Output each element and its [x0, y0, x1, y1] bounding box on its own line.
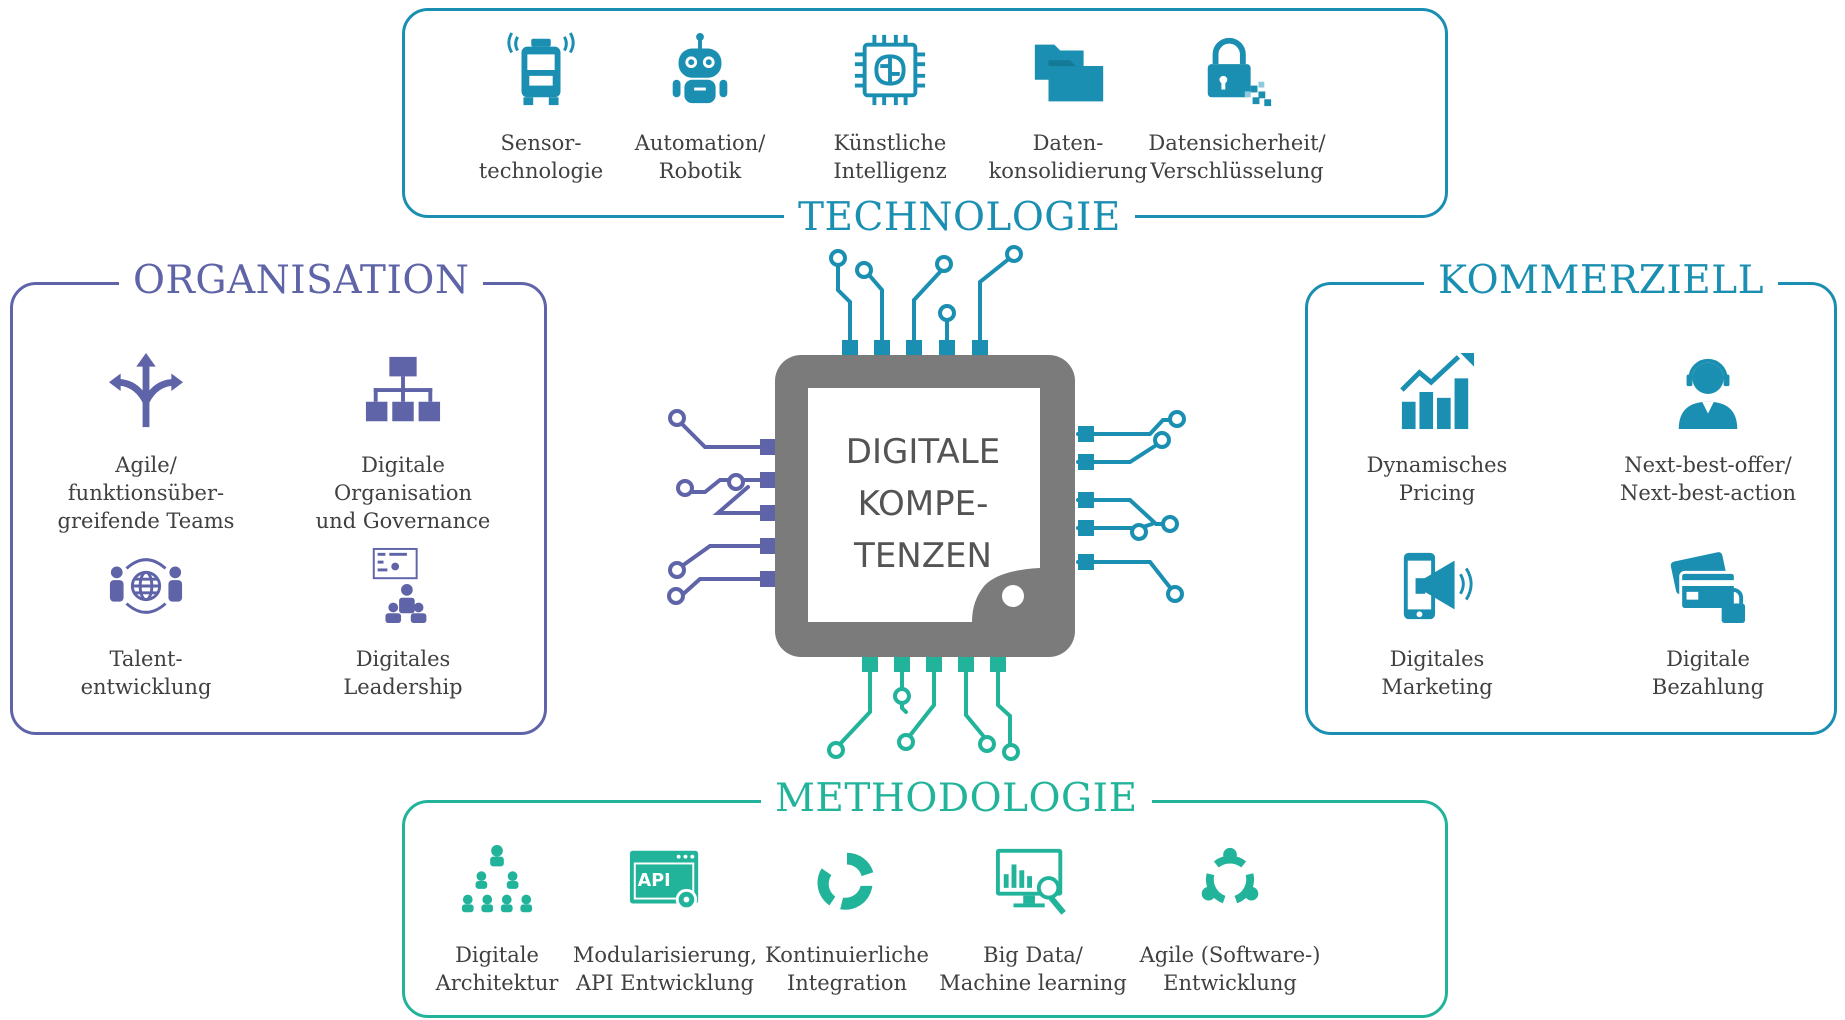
- tech-item-consolidation: Daten- konsolidierung: [968, 31, 1168, 185]
- bar-chart-arrow-icon: [1400, 353, 1475, 430]
- com-item-marketing-label: Digitales Marketing: [1381, 647, 1493, 699]
- meth-item-api-label: Modularisierung, API Entwicklung: [572, 943, 758, 995]
- cycle-icon: [817, 852, 874, 910]
- meth-item-architecture: Digitale Architektur: [397, 843, 597, 997]
- people-globe-icon: [109, 558, 183, 614]
- organisation-title: ORGANISATION: [119, 259, 484, 303]
- commercial-panel: KOMMERZIELL Dynamisches Pricing: [1305, 259, 1837, 735]
- sensor-vehicle-icon: [507, 32, 575, 106]
- tech-item-robotics-label: Automation/ Robotik: [634, 131, 766, 183]
- org-item-agile-teams-label: Agile/ funktionsüber- greifende Teams: [57, 453, 235, 533]
- chip-label-line-1: DIGITALE: [845, 432, 1001, 472]
- org-item-governance: Digitale Organisation und Governance: [303, 353, 503, 535]
- org-item-governance-label: Digitale Organisation und Governance: [315, 453, 491, 533]
- phone-megaphone-icon: [1403, 552, 1473, 620]
- headset-agent-icon: [1678, 358, 1738, 430]
- meth-item-integration-label: Kontinuierliche Integration: [765, 943, 929, 995]
- tech-item-security-label: Datensicherheit/ Verschlüsselung: [1148, 131, 1326, 183]
- ai-brain-chip-icon: [854, 34, 926, 106]
- technology-title: TECHNOLOGIE: [784, 196, 1135, 240]
- agile-cycle-icon: [1201, 847, 1259, 904]
- meth-item-architecture-label: Digitale Architektur: [435, 943, 559, 995]
- org-item-talent-label: Talent- entwicklung: [80, 647, 212, 699]
- chip-label-line-2: KOMPE-: [857, 484, 989, 524]
- com-item-next-best-label: Next-best-offer/ Next-best-action: [1620, 453, 1796, 505]
- tech-item-sensor-label: Sensor- technologie: [478, 131, 604, 183]
- bottom-traces: [838, 668, 1012, 750]
- chip-label: DIGITALE KOMPE- TENZEN: [808, 426, 1038, 582]
- com-item-payment-label: Digitale Bezahlung: [1651, 647, 1765, 699]
- technology-panel: TECHNOLOGIE Sensor- technologie: [402, 8, 1448, 240]
- meth-item-agile-dev-label: Agile (Software-) Entwicklung: [1139, 943, 1321, 995]
- meth-item-integration: Kontinuierliche Integration: [747, 843, 947, 997]
- com-item-marketing: Digitales Marketing: [1337, 547, 1537, 701]
- tech-item-ai-label: Künstliche Intelligenz: [833, 131, 947, 183]
- folders-icon: [1034, 44, 1104, 102]
- padlock-icon: [1207, 37, 1272, 107]
- leadership-board-icon: [372, 547, 427, 624]
- commercial-title: KOMMERZIELL: [1424, 259, 1779, 303]
- meth-item-api: API Modularisierung, API Entwicklung: [565, 843, 765, 997]
- methodology-title: METHODOLOGIE: [761, 777, 1152, 821]
- left-traces: [678, 420, 770, 598]
- com-item-next-best: Next-best-offer/ Next-best-action: [1608, 353, 1808, 507]
- svg-text:API: API: [638, 871, 671, 891]
- chip-pins: [760, 340, 1094, 672]
- api-window-icon: API: [629, 850, 699, 911]
- split-arrows-icon: [108, 353, 184, 428]
- methodology-panel: METHODOLOGIE Digitale Architektur: [402, 777, 1448, 1018]
- com-item-payment: Digitale Bezahlung: [1608, 547, 1808, 701]
- org-item-leadership-label: Digitales Leadership: [343, 647, 463, 699]
- tech-item-consolidation-label: Daten- konsolidierung: [988, 131, 1148, 183]
- robot-icon: [672, 32, 728, 104]
- tech-item-security: Datensicherheit/ Verschlüsselung: [1137, 31, 1337, 185]
- hierarchy-people-icon: [461, 844, 533, 913]
- chip-body: [775, 355, 1075, 657]
- tech-item-robotics: Automation/ Robotik: [600, 31, 800, 185]
- meth-item-bigdata: Big Data/ Machine learning: [933, 843, 1133, 997]
- org-chart-icon: [365, 356, 441, 422]
- meth-item-bigdata-label: Big Data/ Machine learning: [939, 943, 1127, 995]
- org-item-leadership: Digitales Leadership: [303, 547, 503, 701]
- cards-lock-icon: [1670, 552, 1746, 624]
- com-item-pricing-label: Dynamisches Pricing: [1366, 453, 1508, 505]
- org-item-talent: Talent- entwicklung: [46, 547, 246, 701]
- meth-item-agile-dev: Agile (Software-) Entwicklung: [1130, 843, 1330, 997]
- top-traces: [836, 256, 1012, 342]
- tech-item-ai: Künstliche Intelligenz: [790, 31, 990, 185]
- com-item-pricing: Dynamisches Pricing: [1337, 353, 1537, 507]
- org-item-agile-teams: Agile/ funktionsüber- greifende Teams: [46, 353, 246, 535]
- tech-item-sensor: Sensor- technologie: [441, 31, 641, 185]
- chip-label-line-3: TENZEN: [854, 536, 992, 576]
- monitor-chart-icon: [995, 848, 1066, 915]
- organisation-panel: ORGANISATION Agile/ funktionsüber- greif…: [10, 259, 547, 735]
